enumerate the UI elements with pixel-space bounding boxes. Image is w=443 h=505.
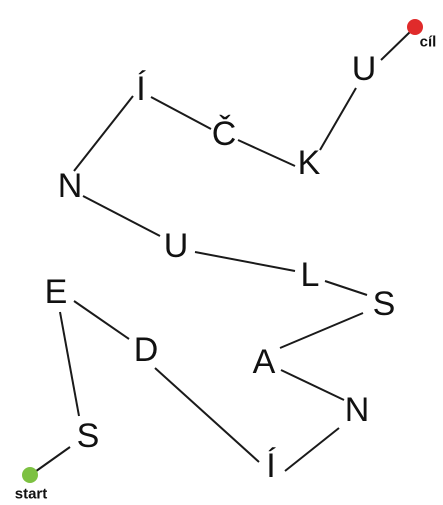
- path-letter-11: Í: [136, 70, 146, 108]
- connector-u-goal: [380, 29, 413, 61]
- path-letter-8: L: [301, 256, 320, 294]
- connector-start-s: [31, 446, 71, 475]
- path-letter-1: S: [77, 417, 100, 455]
- path-letter-3: D: [134, 331, 159, 369]
- path-letter-10: N: [58, 167, 83, 205]
- connector-s-e: [59, 311, 80, 417]
- connector-s-l: [324, 280, 368, 296]
- goal-node: [407, 19, 423, 35]
- endpoints: start cíl: [15, 19, 437, 503]
- connector-u-n: [82, 195, 161, 237]
- connector-a-s: [279, 312, 364, 349]
- path-lines: [31, 29, 413, 475]
- connector-n-a: [280, 369, 345, 401]
- path-letters: S E D Í N A S L U N Í Č K U: [45, 50, 396, 485]
- goal-label: cíl: [420, 34, 437, 51]
- connector-l-u: [194, 251, 296, 272]
- path-letter-9: U: [164, 227, 189, 265]
- connector-d-i: [154, 367, 260, 463]
- path-letter-6: A: [253, 343, 276, 381]
- connector-e-d: [73, 300, 130, 340]
- connector-n-i: [73, 95, 134, 172]
- connector-k-u: [319, 87, 357, 151]
- start-label: start: [15, 486, 48, 503]
- path-letter-12: Č: [212, 115, 237, 153]
- connector-c-k: [237, 139, 296, 167]
- connector-i-n: [284, 427, 340, 472]
- path-letter-14: U: [352, 50, 377, 88]
- path-letter-13: K: [298, 144, 321, 182]
- path-letter-5: N: [345, 391, 370, 429]
- start-node: [22, 467, 38, 483]
- path-letter-7: S: [373, 285, 396, 323]
- connector-i-c: [150, 96, 212, 130]
- path-letter-2: E: [45, 273, 68, 311]
- path-letter-4: Í: [266, 447, 276, 485]
